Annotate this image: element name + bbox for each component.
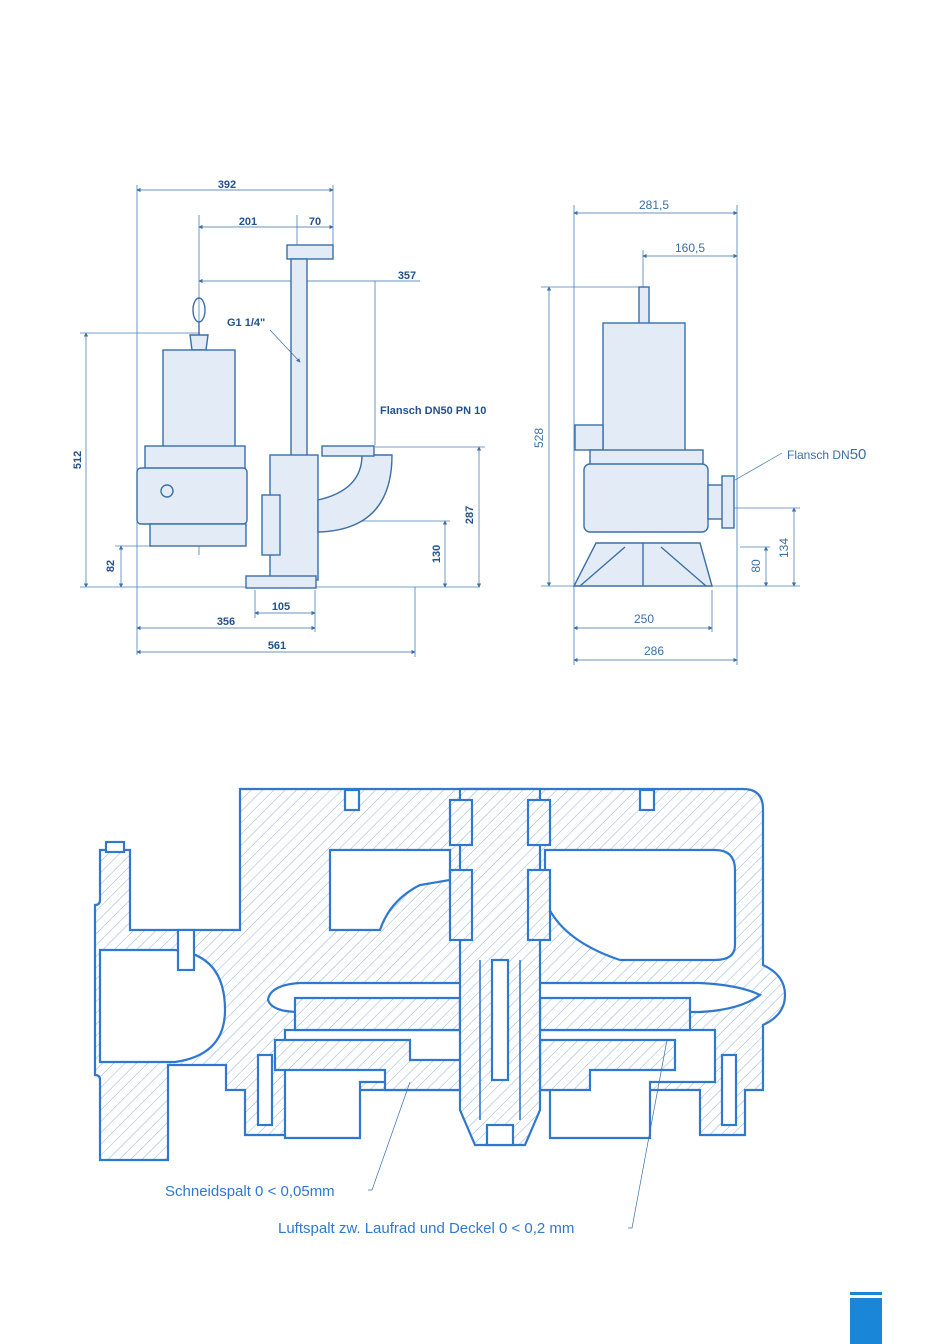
dim-105: 105 bbox=[272, 601, 290, 613]
dim-287: 287 bbox=[464, 506, 476, 524]
dim-134: 134 bbox=[777, 538, 791, 558]
air-gap-label: Luftspalt zw. Laufrad und Deckel 0 < 0,2… bbox=[278, 1220, 574, 1237]
dim-528: 528 bbox=[532, 428, 546, 448]
side-view-drawing: 392 201 70 357 G1 1/4" Flansch DN50 PN 1… bbox=[72, 179, 486, 657]
flange-dn-label: Flansch DN50 bbox=[787, 446, 866, 463]
dim-512: 512 bbox=[72, 451, 84, 469]
dim-281-5: 281,5 bbox=[639, 198, 669, 212]
dim-357: 357 bbox=[398, 270, 416, 282]
dim-160-5: 160,5 bbox=[675, 241, 705, 255]
dim-201: 201 bbox=[239, 216, 257, 228]
thread-label: G1 1/4" bbox=[227, 317, 265, 329]
front-view-drawing: 281,5 160,5 528 80 134 250 286 Flansch D… bbox=[532, 198, 866, 665]
dim-130: 130 bbox=[431, 545, 443, 563]
dim-392: 392 bbox=[218, 179, 236, 191]
dim-561: 561 bbox=[268, 640, 286, 652]
dim-250: 250 bbox=[634, 612, 654, 626]
flange-label: Flansch DN50 PN 10 bbox=[380, 405, 486, 417]
dim-82: 82 bbox=[105, 560, 117, 572]
section-drawing: Schneidspalt 0 < 0,05mm Luftspalt zw. La… bbox=[95, 789, 785, 1237]
dim-356: 356 bbox=[217, 616, 235, 628]
dim-80: 80 bbox=[749, 559, 763, 573]
dim-286: 286 bbox=[644, 644, 664, 658]
dim-70: 70 bbox=[309, 216, 321, 228]
cut-gap-label: Schneidspalt 0 < 0,05mm bbox=[165, 1183, 335, 1200]
page-tab bbox=[850, 1298, 882, 1344]
page-tab-stripe bbox=[850, 1292, 882, 1295]
